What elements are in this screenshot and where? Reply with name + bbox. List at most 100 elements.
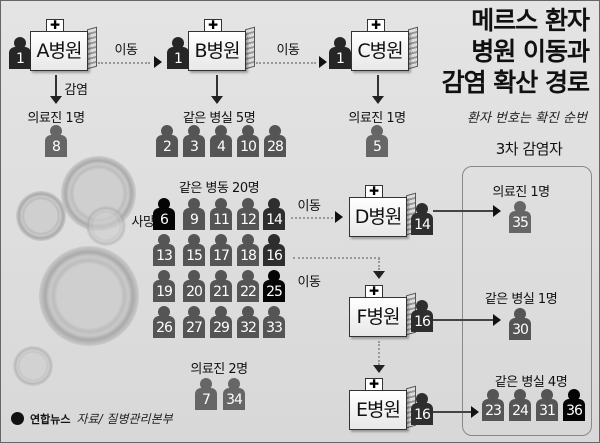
title-line: 메르스 환자 — [471, 6, 590, 35]
cross-icon: ✚ — [365, 285, 383, 298]
person-icon — [188, 306, 200, 318]
patient-3: 3 — [183, 125, 205, 157]
move-line — [256, 62, 316, 64]
subtitle: 환자 번호는 확진 순번 — [467, 111, 588, 126]
patient-number: 18 — [237, 244, 259, 266]
patient-14: 14 — [411, 203, 433, 235]
virus-decoration — [86, 206, 126, 246]
patient-1: 1 — [167, 37, 189, 69]
virus-decoration — [39, 246, 139, 346]
person-icon — [50, 125, 62, 137]
person-icon — [416, 203, 428, 215]
footer: 연합뉴스 자료/ 질병관리본부 — [11, 410, 173, 427]
move-label: 이동 — [276, 43, 300, 58]
arrow-down-icon — [372, 96, 384, 104]
patient-number: 21 — [210, 280, 232, 302]
patient-number: 28 — [264, 135, 286, 157]
patient-number: 1 — [167, 47, 189, 69]
patient-8: 8 — [45, 125, 67, 157]
person-icon — [514, 201, 526, 213]
group-label: 의료진 1명 — [27, 111, 85, 126]
group-label: 의료진 1명 — [348, 111, 406, 126]
patient-number: 6 — [153, 208, 175, 230]
person-icon — [215, 270, 227, 282]
virus-decoration — [16, 191, 66, 241]
group-label: 같은 병실 4명 — [494, 375, 568, 390]
patient-36: 36 — [563, 389, 585, 421]
person-icon — [188, 234, 200, 246]
page-title: 메르스 환자 병원 이동과 감염 확산 경로 — [442, 5, 590, 98]
person-icon — [158, 270, 170, 282]
patient-5: 5 — [366, 125, 388, 157]
move-line — [291, 217, 333, 219]
patient-number: 27 — [183, 316, 205, 338]
hospital-d: ✚D병원 — [349, 185, 416, 237]
person-icon — [268, 306, 280, 318]
patient-number: 17 — [210, 244, 232, 266]
person-icon — [158, 234, 170, 246]
patient-13: 13 — [153, 234, 175, 266]
patient-number: 2 — [156, 135, 178, 157]
patient-number: 26 — [153, 316, 175, 338]
patient-23: 23 — [482, 389, 504, 421]
person-icon — [161, 125, 173, 137]
move-label: 이동 — [114, 43, 138, 58]
patient-32: 32 — [237, 306, 259, 338]
patient-number: 20 — [183, 280, 205, 302]
patient-number: 22 — [237, 280, 259, 302]
infect-line — [377, 75, 379, 97]
arrow-right-icon — [493, 314, 501, 326]
hospital-name: F병원 — [356, 306, 401, 328]
patient-number: 16 — [411, 403, 433, 425]
cross-icon: ✚ — [365, 185, 383, 198]
person-icon — [568, 389, 580, 401]
patient-27: 27 — [183, 306, 205, 338]
cross-icon: ✚ — [204, 19, 222, 32]
person-icon — [172, 37, 184, 49]
cross-icon: ✚ — [365, 378, 383, 391]
patient-number: 33 — [263, 316, 285, 338]
move-label: 이동 — [297, 275, 321, 290]
infect-line — [55, 75, 57, 97]
person-icon — [268, 270, 280, 282]
patient-31: 31 — [536, 389, 558, 421]
patient-2: 2 — [156, 125, 178, 157]
person-icon — [334, 37, 346, 49]
patient-29: 29 — [210, 306, 232, 338]
group-label: 같은 병실 5명 — [182, 111, 256, 126]
person-icon — [416, 300, 428, 312]
patient-number: 30 — [509, 318, 531, 340]
person-icon — [268, 198, 280, 210]
patient-19: 19 — [153, 270, 175, 302]
patient-number: 23 — [482, 399, 504, 421]
patient-number: 7 — [195, 388, 217, 410]
patient-34: 34 — [223, 378, 245, 410]
hospital-c: ✚C병원 — [351, 19, 418, 71]
logo-text: 연합뉴스 — [30, 412, 71, 426]
death-label: 사망 — [131, 215, 155, 230]
arrow-down-icon — [211, 96, 223, 104]
patient-17: 17 — [210, 234, 232, 266]
arrow-down-icon — [50, 96, 62, 104]
hospital-name: A병원 — [36, 40, 83, 62]
cross-icon: ✚ — [46, 19, 64, 32]
person-icon — [268, 234, 280, 246]
group-label: 같은 병실 1명 — [484, 292, 558, 307]
patient-number: 8 — [45, 135, 67, 157]
patient-12: 12 — [237, 198, 259, 230]
person-icon — [242, 198, 254, 210]
patient-10: 10 — [237, 125, 259, 157]
patient-11: 11 — [210, 198, 232, 230]
patient-18: 18 — [237, 234, 259, 266]
patient-number: 4 — [210, 135, 232, 157]
arrow-right-icon — [154, 56, 162, 68]
patient-number: 29 — [210, 316, 232, 338]
move-line — [98, 62, 150, 64]
patient-number: 14 — [263, 208, 285, 230]
group-label: 같은 병동 20명 — [178, 181, 260, 196]
patient-16: 16 — [411, 393, 433, 425]
patient-26: 26 — [153, 306, 175, 338]
person-icon — [188, 198, 200, 210]
patient-number: 9 — [183, 208, 205, 230]
patient-number: 15 — [183, 244, 205, 266]
